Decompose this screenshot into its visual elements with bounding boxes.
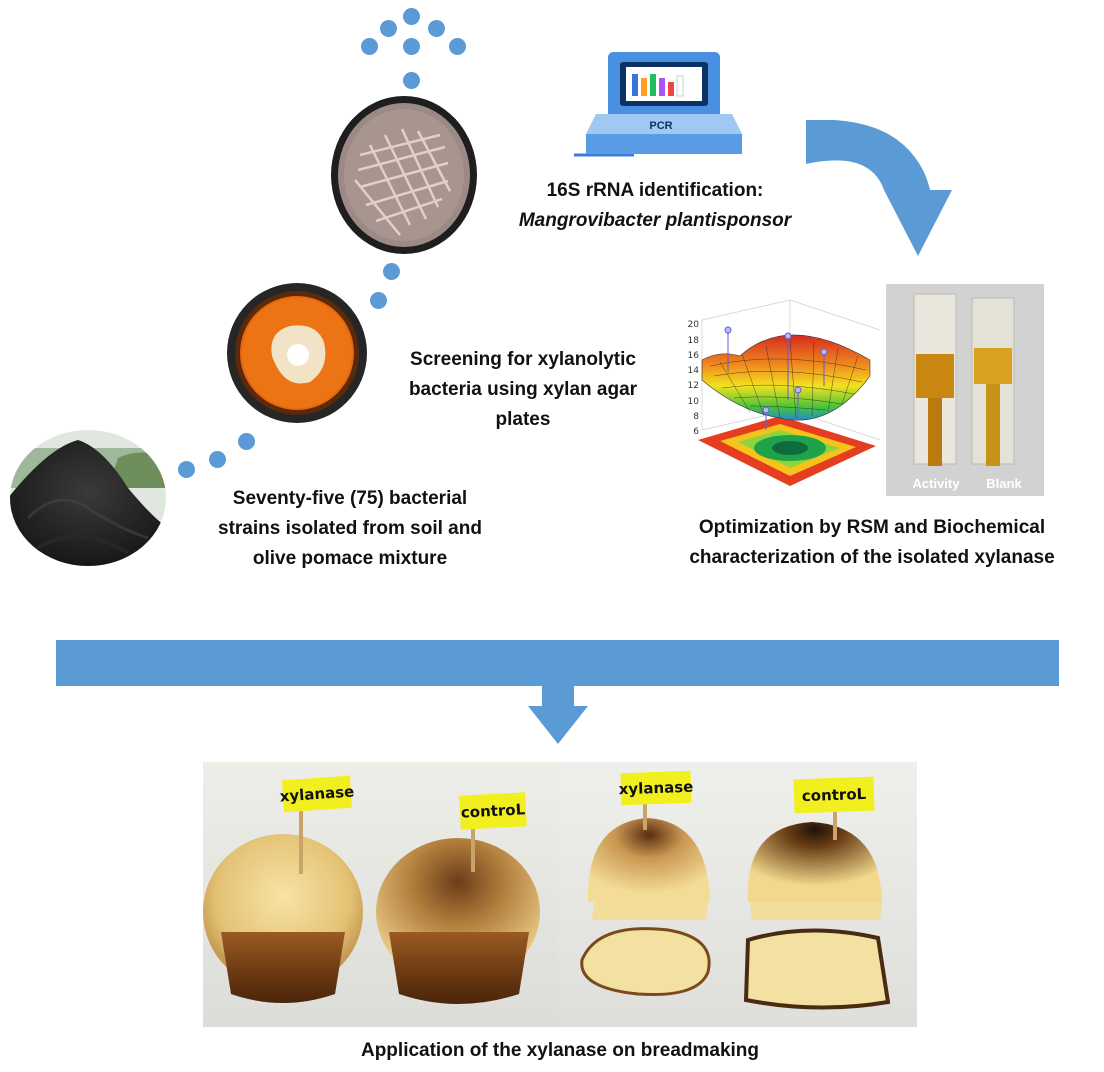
flag-stick	[299, 808, 303, 874]
control-flag: controL	[459, 792, 527, 830]
trail-dot	[383, 263, 400, 280]
surface-tick-label: 12	[688, 381, 699, 391]
arrow-down-icon	[528, 686, 588, 744]
identification-caption-line: 16S rRNA identification:	[546, 180, 764, 201]
screening-caption-line: plates	[495, 409, 551, 430]
identification-caption: 16S rRNA identification: Mangrovibacter …	[480, 176, 830, 236]
surface-tick-label: 8	[693, 412, 699, 422]
curved-arrow-down-icon	[806, 120, 952, 256]
surface-tick-label: 16	[688, 351, 700, 361]
isolation-caption-line: Seventy-five (75) bacterial	[232, 488, 468, 509]
trail-dot	[449, 38, 466, 55]
isolation-caption-line: olive pomace mixture	[252, 548, 448, 569]
soil-heap-photo	[10, 430, 166, 566]
screening-caption: Screening for xylanolytic bacteria using…	[378, 345, 668, 435]
pcr-machine-icon	[574, 52, 742, 157]
cuvette-activity-label: Activity	[913, 476, 961, 491]
flag-stick	[471, 802, 475, 872]
trail-dot	[370, 292, 387, 309]
horizontal-connector-bar	[56, 640, 1059, 686]
surface-tick-label: 6	[693, 427, 699, 437]
trail-dot	[428, 20, 445, 37]
surface-tick-label: 18	[688, 336, 700, 346]
optimization-caption-line: Optimization by RSM and Biochemical	[698, 517, 1046, 538]
isolation-caption: Seventy-five (75) bacterial strains isol…	[170, 484, 530, 574]
trail-dot	[380, 20, 397, 37]
trail-dot	[403, 38, 420, 55]
optimization-caption-line: characterization of the isolated xylanas…	[689, 547, 1055, 568]
species-name: Mangrovibacter plantisponsor	[518, 210, 792, 231]
screening-caption-line: bacteria using xylan agar	[408, 379, 638, 400]
trail-dot	[238, 433, 255, 450]
optimization-caption: Optimization by RSM and Biochemical char…	[660, 513, 1084, 573]
trail-dot	[178, 461, 195, 478]
bread-cut-photo	[558, 762, 917, 1027]
trail-dot	[403, 72, 420, 89]
control-flag: controL	[793, 776, 875, 814]
trail-dot	[209, 451, 226, 468]
surface-tick-label: 20	[688, 320, 700, 330]
rsm-surface-plot: 20 18 16 14 12 10 8 6	[688, 299, 880, 486]
surface-tick-label: 14	[688, 366, 700, 376]
surface-tick-label: 10	[688, 397, 700, 407]
petri-dish-streak-photo	[331, 96, 477, 254]
flag-stick	[643, 800, 647, 830]
cuvette-blank-label: Blank	[986, 476, 1022, 491]
flag-stick	[833, 810, 837, 840]
screening-caption-line: Screening for xylanolytic	[410, 349, 636, 370]
cuvette-photo: Activity Blank	[886, 284, 1044, 496]
isolation-caption-line: strains isolated from soil and	[218, 518, 482, 539]
trail-dot	[361, 38, 378, 55]
application-caption: Application of the xylanase on breadmaki…	[360, 1040, 760, 1061]
xylanase-flag: xylanase	[618, 770, 694, 806]
xylan-agar-plate-photo	[227, 283, 367, 423]
xylanase-flag: xylanase	[279, 775, 355, 813]
pcr-label: PCR	[649, 120, 673, 132]
trail-dot	[403, 8, 420, 25]
